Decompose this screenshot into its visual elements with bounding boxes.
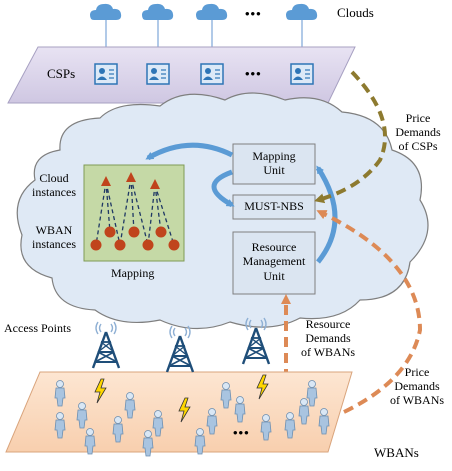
- csp-icon: [146, 63, 170, 85]
- must-nbs-label: MUST-NBS: [244, 199, 304, 213]
- price-demands-csps-arrow: [314, 70, 388, 204]
- wbans-ellipsis: •••: [233, 425, 250, 440]
- price-demands-wbans-arrow: [316, 210, 423, 414]
- access-point-tower-icon: [91, 320, 121, 370]
- price-csps-line3: of CSPs: [398, 138, 438, 153]
- mapping-unit-label: Mapping Unit: [233, 149, 315, 178]
- mapping-unit-box: [232, 143, 316, 185]
- resource-demands-label: Resource Demands of WBANs: [288, 317, 368, 359]
- cloud-icon: [142, 3, 174, 20]
- mapping-unit-line1: Mapping: [252, 149, 296, 163]
- price-demands-csps-label: Price Demands of CSPs: [384, 111, 452, 153]
- wban-instance-node: [168, 239, 180, 251]
- wban-instances-line2: instances: [32, 236, 76, 251]
- access-point-tower-icon: [165, 324, 195, 374]
- mapping-to-instances-arrow: [145, 142, 234, 161]
- wban-instances-line1: WBAN: [35, 223, 73, 237]
- wban-instance-node: [155, 226, 167, 238]
- resource-demands-line3: of WBANs: [300, 344, 356, 359]
- must-nbs-box: [232, 194, 316, 220]
- cloud-instances-label: Cloud instances: [24, 171, 84, 200]
- wban-instance-node: [90, 239, 102, 251]
- resource-demands-line1: Resource: [305, 317, 351, 331]
- cloud-instance-node: [101, 176, 111, 186]
- cloud-instance-node: [150, 179, 160, 189]
- mapping-graph: [90, 172, 180, 251]
- cloud-icon: [286, 3, 318, 20]
- access-points-label: Access Points: [4, 321, 71, 335]
- cloud-instances-line1: Cloud: [39, 171, 69, 185]
- csp-icon: [290, 63, 314, 85]
- rmu-line2: Management: [242, 254, 306, 269]
- cloud-icon: [196, 3, 228, 20]
- wban-instances-label: WBAN instances: [24, 223, 84, 252]
- price-wbans-line2: Demands: [394, 378, 440, 393]
- cloud-instance-node: [126, 172, 136, 182]
- wban-instance-node: [142, 239, 154, 251]
- cloud-icons-row: [90, 3, 318, 52]
- wbans-label: WBANs: [374, 445, 419, 460]
- mapping-label: Mapping: [111, 266, 155, 280]
- csps-ellipsis: •••: [245, 66, 262, 81]
- central-cloud-shape: [16, 92, 429, 330]
- wban-instance-node: [114, 239, 126, 251]
- mapping-unit-line2: Unit: [263, 163, 285, 178]
- csp-icon: [94, 63, 118, 85]
- price-wbans-line3: of WBANs: [389, 392, 445, 407]
- wban-instance-node: [128, 226, 140, 238]
- cloud-icon: [90, 3, 122, 20]
- cloud-instances-line2: instances: [32, 184, 76, 199]
- price-wbans-line1: Price: [404, 365, 430, 379]
- wban-instance-node: [104, 226, 116, 238]
- rmu-line1: Resource: [251, 240, 297, 254]
- clouds-label: Clouds: [337, 5, 374, 20]
- resource-management-unit-box: [232, 231, 316, 295]
- mapping-unit-to-must-nbs-arrow: [211, 169, 235, 208]
- clouds-ellipsis: •••: [245, 6, 262, 21]
- csp-icon: [200, 63, 224, 85]
- rmu-line3: Unit: [263, 268, 285, 283]
- resource-demands-line2: Demands: [305, 330, 351, 345]
- csps-label: CSPs: [47, 66, 76, 81]
- price-demands-wbans-label: Price Demands of WBANs: [382, 365, 452, 407]
- price-csps-line1: Price: [405, 111, 431, 125]
- price-csps-line2: Demands: [395, 124, 441, 139]
- rmu-label: Resource Management Unit: [233, 240, 315, 283]
